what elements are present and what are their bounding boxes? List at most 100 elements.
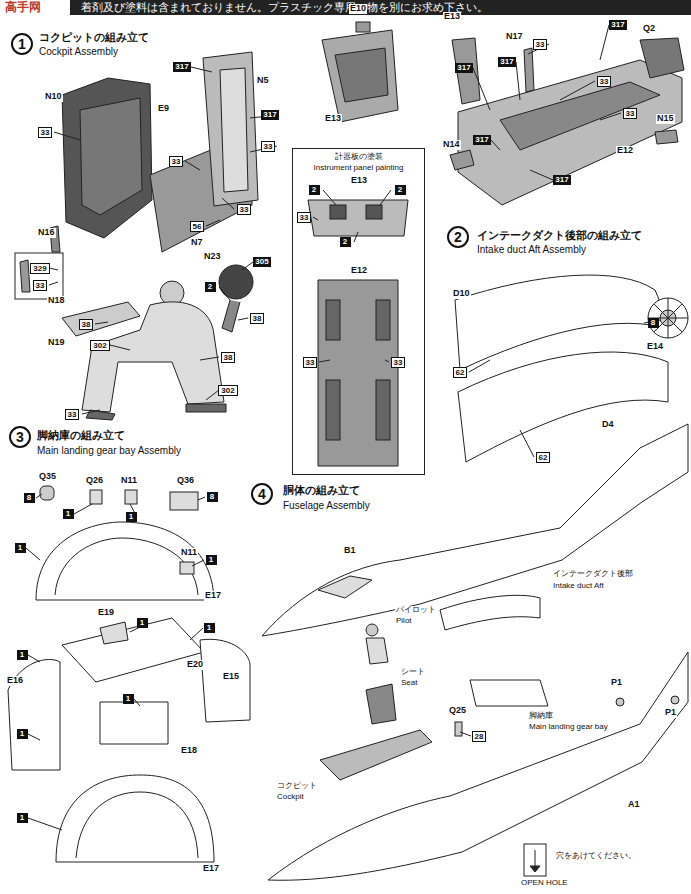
color-callout: 33 <box>261 141 276 152</box>
part-label: N17 <box>505 32 524 42</box>
part-label: E16 <box>6 676 24 686</box>
part-drawing <box>326 300 340 340</box>
node-text: 1 <box>18 36 26 52</box>
part-drawing <box>376 300 390 340</box>
node-text: 33 <box>394 358 403 367</box>
color-callout: 56 <box>190 221 205 232</box>
node-text: 317 <box>175 62 188 72</box>
part-drawing <box>8 22 688 880</box>
node-text: 33 <box>68 410 77 419</box>
note-text: 穴をあけてください。 <box>555 852 637 861</box>
part-drawing <box>473 25 621 180</box>
part-drawing <box>530 850 540 872</box>
color-callout: 33 <box>169 156 184 167</box>
part-label: N23 <box>203 252 222 262</box>
color-callout: 317 <box>609 20 626 30</box>
node-text: 1 <box>208 555 215 565</box>
color-callout: 8 <box>648 318 659 328</box>
part-drawing <box>671 696 679 704</box>
node-text: 8 <box>650 318 657 328</box>
color-callout: 33 <box>533 39 548 50</box>
part-label: Q26 <box>85 476 104 486</box>
color-callout: 33 <box>33 280 48 291</box>
color-callout: 33 <box>297 212 312 223</box>
color-callout: 38 <box>221 352 236 363</box>
part-label: E18 <box>180 746 198 756</box>
part-drawing <box>100 622 128 644</box>
part-drawing <box>219 265 253 299</box>
color-callout: 33 <box>597 76 612 87</box>
part-drawing <box>55 538 198 595</box>
node-text: 2 <box>454 229 462 245</box>
color-callout: 2 <box>395 185 406 195</box>
part-label: N11 <box>120 476 138 486</box>
part-drawing <box>322 30 398 122</box>
part-label: N7 <box>190 238 204 248</box>
color-callout: 317 <box>455 63 472 73</box>
color-callout: 1 <box>137 618 148 628</box>
part-label: インテークダクト後部の組み立て <box>476 229 643 241</box>
part-drawing <box>186 404 226 412</box>
step-number: 1 <box>11 33 33 55</box>
part-drawing <box>76 792 198 858</box>
node-text: 1 <box>19 813 26 823</box>
color-callout: 38 <box>79 319 94 330</box>
part-drawing <box>49 67 279 414</box>
part-drawing <box>469 320 660 457</box>
color-callout: 62 <box>536 452 551 463</box>
part-label: N19 <box>47 338 66 348</box>
node-text: 317 <box>611 20 624 30</box>
node-text: 62 <box>539 453 548 462</box>
color-callout: 33 <box>65 409 80 420</box>
part-drawing <box>450 150 474 170</box>
part-drawing <box>326 380 340 440</box>
node-text: 28 <box>475 732 484 741</box>
color-callout: 317 <box>498 57 515 67</box>
color-callout: 305 <box>253 257 270 267</box>
part-drawing <box>170 492 198 510</box>
part-label: E19 <box>97 608 115 618</box>
color-callout: 302 <box>90 340 109 351</box>
part-drawing <box>125 490 137 504</box>
note-text: Cockpit Assembly <box>38 46 119 57</box>
color-callout: 33 <box>237 204 252 215</box>
part-label: A1 <box>627 800 641 810</box>
part-label: N16 <box>37 228 56 238</box>
part-drawing <box>62 78 152 238</box>
color-callout: 317 <box>553 175 570 185</box>
part-drawing <box>648 298 688 338</box>
color-callout: 1 <box>17 650 28 660</box>
note-text: 着剤及び塗料は含まれておりません。プラスチック専用の物を別にお求め下さい。 <box>80 1 489 13</box>
node-text: 33 <box>172 157 181 166</box>
part-label: E10 <box>349 4 367 14</box>
color-callout: 33 <box>623 108 638 119</box>
part-label: E20 <box>186 660 204 670</box>
part-drawing <box>458 352 668 462</box>
note-text: Intake duct Aft Assembly <box>476 244 587 255</box>
part-label: E13 <box>324 114 342 124</box>
note-text: Pilot <box>395 617 413 626</box>
part-drawing <box>220 68 248 192</box>
color-callout: 1 <box>17 729 28 739</box>
node-text: 33 <box>36 281 45 290</box>
part-drawing <box>452 38 480 104</box>
node-text: 1 <box>128 512 135 522</box>
part-drawing <box>62 618 204 682</box>
part-drawing <box>308 200 408 236</box>
part-label: B1 <box>343 546 357 556</box>
part-label: E13 <box>350 176 368 186</box>
color-callout: 33 <box>391 357 406 368</box>
step-number: 3 <box>9 426 31 448</box>
part-drawing <box>640 38 684 78</box>
part-label: D10 <box>452 289 471 299</box>
node-text: 1 <box>19 729 26 739</box>
part-drawing <box>458 60 682 205</box>
node-text: 38 <box>224 353 233 362</box>
node-text: 33 <box>264 142 273 151</box>
part-drawing <box>524 844 546 876</box>
node-text: 33 <box>306 358 315 367</box>
node-text: 33 <box>300 213 309 222</box>
part-label: N18 <box>47 296 66 306</box>
node-text: 33 <box>626 109 635 118</box>
